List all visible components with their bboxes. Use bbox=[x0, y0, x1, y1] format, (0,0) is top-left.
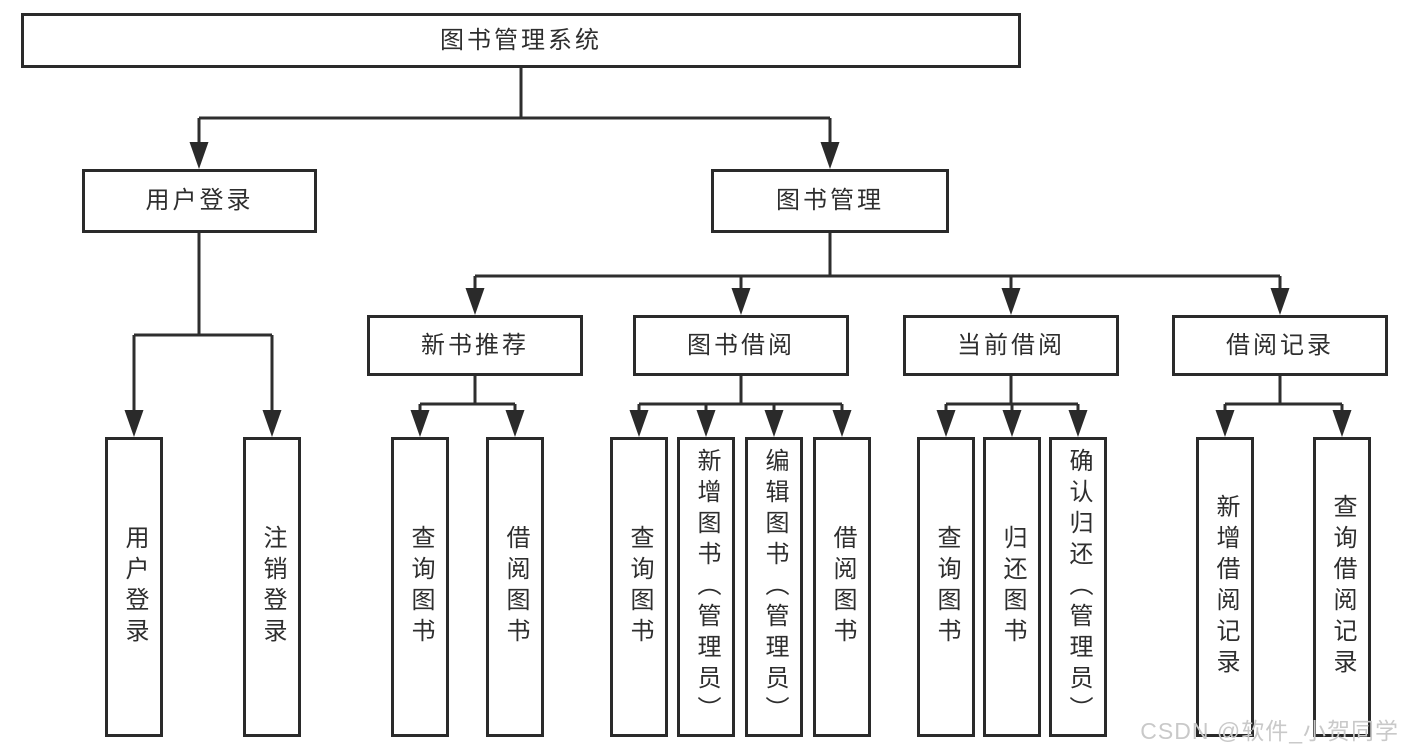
leaf-query-books-borrow: 查询图书 bbox=[610, 437, 668, 737]
arrow-down-icon bbox=[1215, 410, 1235, 437]
arrow-down-icon bbox=[629, 410, 649, 437]
arrow-down-icon bbox=[505, 410, 525, 437]
arrow-down-icon bbox=[189, 142, 209, 169]
node-new-book-recommend: 新书推荐 bbox=[367, 315, 583, 376]
leaf-label: 用户登录 bbox=[121, 525, 148, 649]
leaf-label: 注销登录 bbox=[259, 525, 286, 649]
node-label: 图书管理 bbox=[776, 187, 884, 214]
arrow-down-icon bbox=[696, 410, 716, 437]
node-book-management: 图书管理 bbox=[711, 169, 949, 233]
node-label: 借阅记录 bbox=[1226, 331, 1334, 359]
leaf-label: 确认归还（管理员） bbox=[1065, 447, 1092, 727]
leaf-borrow-books-recommend: 借阅图书 bbox=[486, 437, 544, 737]
arrow-down-icon bbox=[1068, 410, 1088, 437]
leaf-label: 借阅图书 bbox=[502, 525, 529, 649]
leaf-borrow-books: 借阅图书 bbox=[813, 437, 871, 737]
leaf-label: 查询图书 bbox=[407, 525, 434, 649]
arrow-down-icon bbox=[465, 288, 485, 315]
arrowheads bbox=[124, 142, 1352, 437]
node-label: 图书管理系统 bbox=[440, 26, 602, 54]
leaf-label: 新增借阅记录 bbox=[1212, 494, 1239, 680]
leaf-label: 借阅图书 bbox=[829, 525, 856, 649]
arrow-down-icon bbox=[410, 410, 430, 437]
leaf-add-book-admin: 新增图书（管理员） bbox=[677, 437, 735, 737]
leaf-label: 新增图书（管理员） bbox=[693, 447, 720, 727]
arrow-down-icon bbox=[820, 142, 840, 169]
arrow-down-icon bbox=[1002, 410, 1022, 437]
node-label: 用户登录 bbox=[145, 187, 254, 214]
node-user-login: 用户登录 bbox=[82, 169, 317, 233]
leaf-label: 查询图书 bbox=[626, 525, 653, 649]
leaf-label: 查询图书 bbox=[933, 525, 960, 649]
arrow-down-icon bbox=[936, 410, 956, 437]
arrow-down-icon bbox=[1270, 288, 1290, 315]
node-current-borrowing: 当前借阅 bbox=[903, 315, 1119, 376]
leaf-label: 编辑图书（管理员） bbox=[761, 447, 788, 727]
arrow-down-icon bbox=[764, 410, 784, 437]
node-label: 新书推荐 bbox=[421, 331, 529, 359]
leaf-query-borrow-record: 查询借阅记录 bbox=[1313, 437, 1371, 737]
leaf-label: 归还图书 bbox=[999, 525, 1026, 649]
leaf-user-login: 用户登录 bbox=[105, 437, 163, 737]
leaf-return-books: 归还图书 bbox=[983, 437, 1041, 737]
leaf-confirm-return-admin: 确认归还（管理员） bbox=[1049, 437, 1107, 737]
node-book-borrowing: 图书借阅 bbox=[633, 315, 849, 376]
leaf-label: 查询借阅记录 bbox=[1329, 494, 1356, 680]
node-library-management-system: 图书管理系统 bbox=[21, 13, 1021, 68]
arrow-down-icon bbox=[832, 410, 852, 437]
leaf-query-books-current: 查询图书 bbox=[917, 437, 975, 737]
arrow-down-icon bbox=[262, 410, 282, 437]
leaf-query-books-recommend: 查询图书 bbox=[391, 437, 449, 737]
leaf-edit-book-admin: 编辑图书（管理员） bbox=[745, 437, 803, 737]
node-borrowing-records: 借阅记录 bbox=[1172, 315, 1388, 376]
arrow-down-icon bbox=[731, 288, 751, 315]
arrow-down-icon bbox=[124, 410, 144, 437]
leaf-logout: 注销登录 bbox=[243, 437, 301, 737]
arrow-down-icon bbox=[1001, 288, 1021, 315]
node-label: 当前借阅 bbox=[957, 331, 1065, 359]
arrow-down-icon bbox=[1332, 410, 1352, 437]
node-label: 图书借阅 bbox=[687, 331, 795, 359]
leaf-add-borrow-record: 新增借阅记录 bbox=[1196, 437, 1254, 737]
